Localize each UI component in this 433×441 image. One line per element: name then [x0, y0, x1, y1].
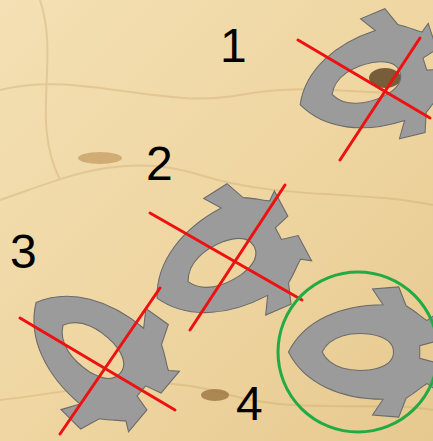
reject-cross: [20, 318, 175, 410]
accept-circle: [278, 272, 433, 432]
reject-cross: [190, 185, 285, 330]
part-shape: [280, 0, 433, 167]
part-shape: [289, 287, 433, 417]
reject-cross: [150, 213, 302, 300]
reject-cross: [60, 288, 160, 434]
callout-number: 3: [10, 228, 37, 276]
callout-number: 2: [146, 140, 173, 188]
wood-knot: [201, 389, 229, 401]
wood-knot: [78, 152, 122, 164]
callout-number: 4: [236, 380, 263, 428]
part-shape: [0, 250, 198, 441]
callout-number: 1: [220, 22, 247, 70]
reject-cross: [340, 38, 420, 160]
